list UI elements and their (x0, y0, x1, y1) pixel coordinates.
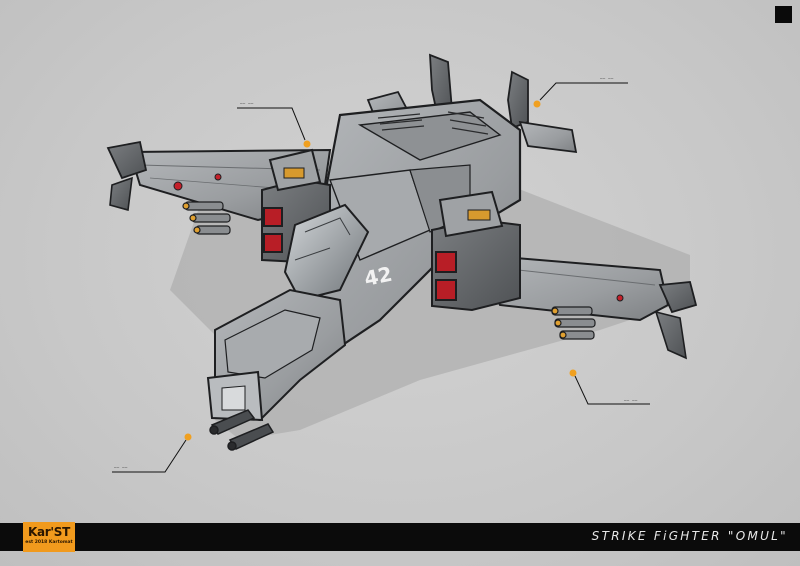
callout-leader-lines (112, 82, 650, 473)
nose-section (206, 288, 347, 422)
callout-dots (184, 100, 577, 441)
right-wing (478, 253, 698, 360)
callout-label-3: —— —— (624, 398, 638, 403)
artwork-title: STRIKE FiGHTER "OMUL" (591, 529, 788, 543)
right-missile-rack (551, 306, 596, 340)
corner-square-mark (775, 6, 792, 23)
callout-label-2: —— —— (600, 76, 614, 81)
hull-number: 42 (362, 262, 394, 291)
studio-logo-text: Kar'ST (27, 525, 71, 539)
callout-label-4: —— —— (114, 465, 128, 470)
engine-pod-left (261, 148, 331, 264)
engine-pod-right (431, 190, 521, 312)
footer-bar (0, 523, 800, 551)
nose-cannons (209, 409, 275, 451)
cockpit-canopy (283, 203, 370, 302)
studio-logo-subtitle: est 2018 Kartomat (25, 540, 73, 545)
studio-logo: Kar'ST est 2018 Kartomat (23, 522, 75, 552)
callout-label-1: —— —— (240, 101, 254, 106)
left-missile-rack (182, 201, 231, 235)
